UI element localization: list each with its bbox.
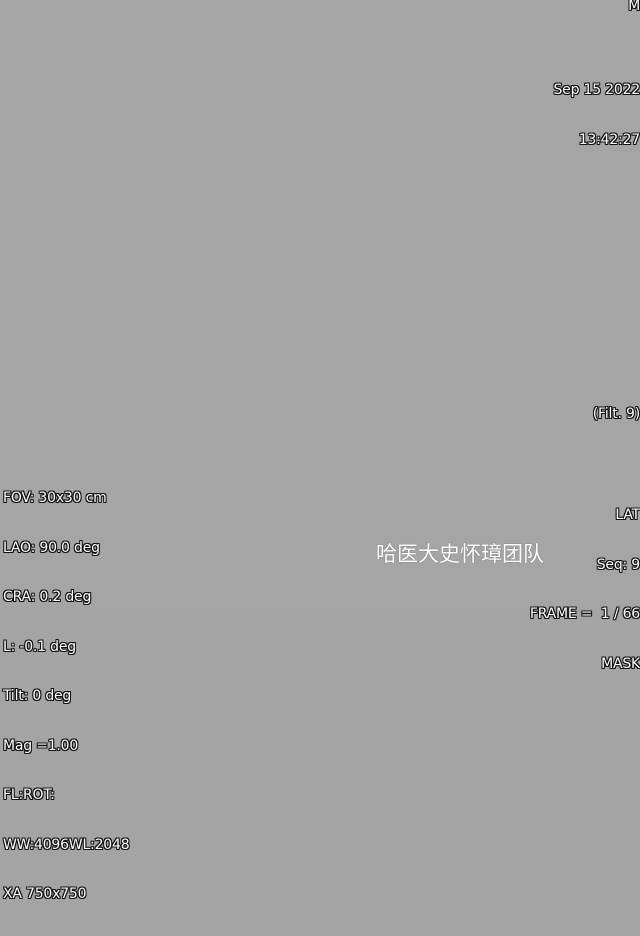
filter-label: (Filt. 9) [592, 406, 640, 422]
cra-label: CRA: 0.2 deg [3, 589, 92, 605]
sequence-info-panel: LAT Seq: 9 FRAME = 1 / 66 MASK [530, 474, 640, 705]
fl-rot-label: FL:ROT: [3, 787, 55, 803]
matrix-label: XA 750x750 [3, 886, 87, 902]
study-time: 13:42:27 [578, 131, 640, 148]
image-viewport[interactable]: M Sep 15 2022 13:42:27 (Filt. 9) FOV: 30… [0, 0, 640, 902]
corner-id-label: M [628, 0, 640, 14]
watermark-text: 哈医大史怀璋团队 [376, 542, 544, 566]
mask-label: MASK [601, 655, 640, 672]
seq-label: Seq: 9 [596, 556, 640, 573]
study-date: Sep 15 2022 [553, 82, 640, 98]
window-level-label: WW:4096WL:2048 [3, 836, 130, 853]
lao-label: LAO: 90.0 deg [3, 539, 100, 556]
view-label: LAT [615, 507, 640, 523]
frame-counter: FRAME = 1 / 66 [529, 606, 640, 622]
l-angle-label: L: -0.1 deg [3, 638, 76, 655]
tilt-label: Tilt: 0 deg [3, 688, 72, 704]
mag-label: Mag =1.00 [3, 737, 79, 754]
fov-label: FOV: 30x30 cm [3, 490, 107, 506]
study-datetime: Sep 15 2022 13:42:27 [553, 49, 640, 181]
acquisition-info-panel: FOV: 30x30 cm LAO: 90.0 deg CRA: 0.2 deg… [3, 457, 130, 936]
